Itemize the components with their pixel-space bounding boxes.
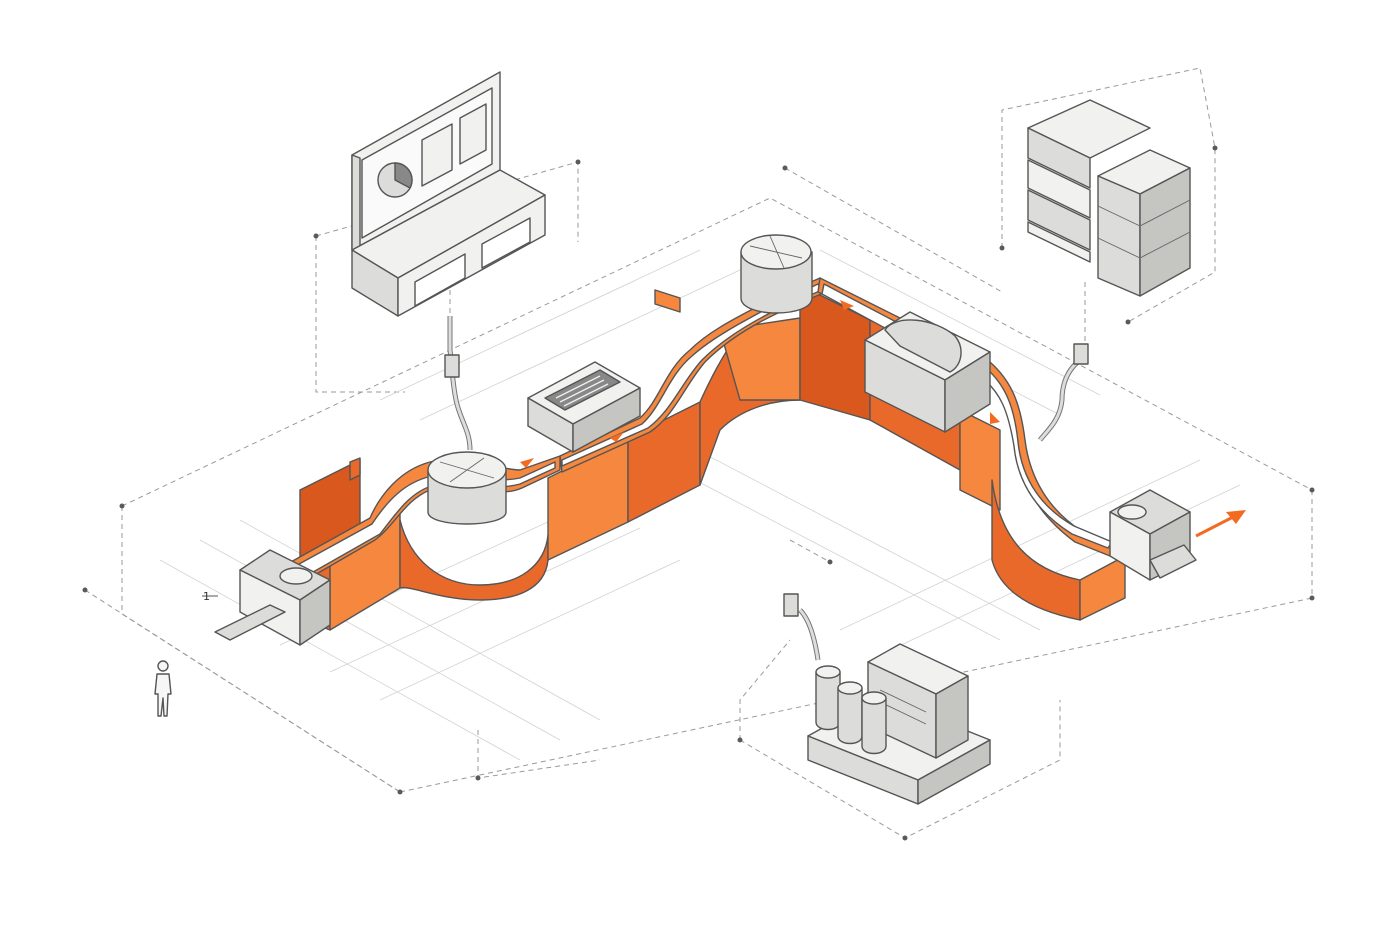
scanner-box xyxy=(527,361,641,453)
dimension-label: 1 xyxy=(203,590,210,603)
output-station xyxy=(1109,489,1197,581)
cylinder-top xyxy=(740,234,813,314)
server-rack xyxy=(1027,99,1191,442)
guide-lines xyxy=(84,67,1313,839)
tank-unit xyxy=(783,593,991,805)
human-scale-figure xyxy=(154,660,172,717)
conveyor-line xyxy=(261,277,1126,631)
control-dashboard xyxy=(351,71,546,451)
guide-dots xyxy=(82,145,1315,841)
cylinder-left xyxy=(427,451,507,525)
dimension-mark: 1 xyxy=(202,590,218,603)
press-machine xyxy=(864,311,991,433)
output-arrow xyxy=(1195,510,1246,538)
intake-station xyxy=(214,549,331,646)
